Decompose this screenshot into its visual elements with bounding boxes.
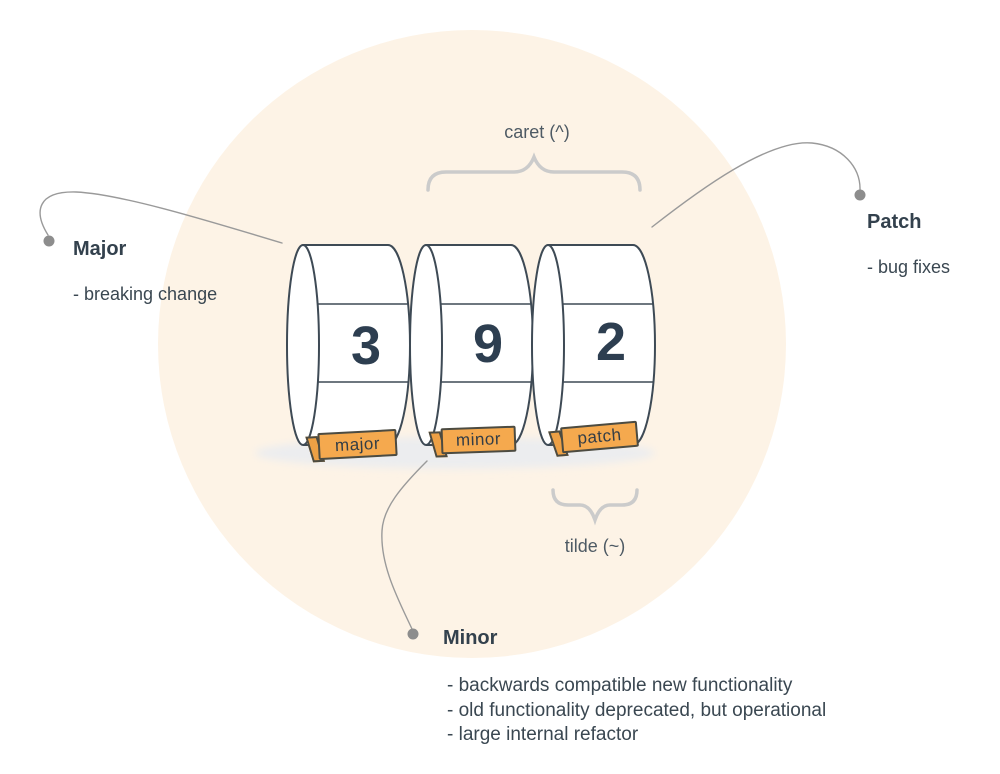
tilde-range-label: tilde (~) <box>564 536 626 556</box>
minor-bullet-2: - old functionality deprecated, but oper… <box>447 699 827 721</box>
tilde-brace <box>551 488 639 526</box>
patch-connector-dot <box>854 189 866 201</box>
patch-digit: 2 <box>595 312 627 372</box>
minor-tag: minor <box>428 425 517 458</box>
major-tag-label: major <box>317 428 398 461</box>
patch-annotation-bullet: - bug fixes <box>867 257 951 277</box>
major-connector-dot <box>43 235 55 247</box>
caret-range-label: caret (^) <box>504 122 570 142</box>
major-annotation-bullet: - breaking change <box>73 284 218 304</box>
minor-connector-line <box>381 460 428 630</box>
major-connector-line <box>39 191 283 244</box>
drum-patch <box>531 244 656 446</box>
minor-connector-dot <box>407 628 419 640</box>
caret-brace <box>426 152 642 192</box>
minor-tag-label: minor <box>440 425 517 455</box>
major-annotation-title: Major <box>73 238 127 260</box>
patch-connector-line <box>651 142 861 228</box>
major-tag: major <box>305 428 398 463</box>
drum-minor <box>409 244 534 446</box>
major-digit: 3 <box>350 316 382 376</box>
minor-annotation-bullets: - backwards compatible new functionality… <box>447 674 826 748</box>
minor-bullet-3: - large internal refactor <box>447 724 639 745</box>
minor-digit: 9 <box>472 314 504 374</box>
minor-bullet-1: - backwards compatible new functionality <box>447 675 793 696</box>
minor-annotation-title: Minor <box>443 627 498 649</box>
patch-annotation-title: Patch <box>867 211 922 233</box>
drum-major <box>286 244 411 446</box>
